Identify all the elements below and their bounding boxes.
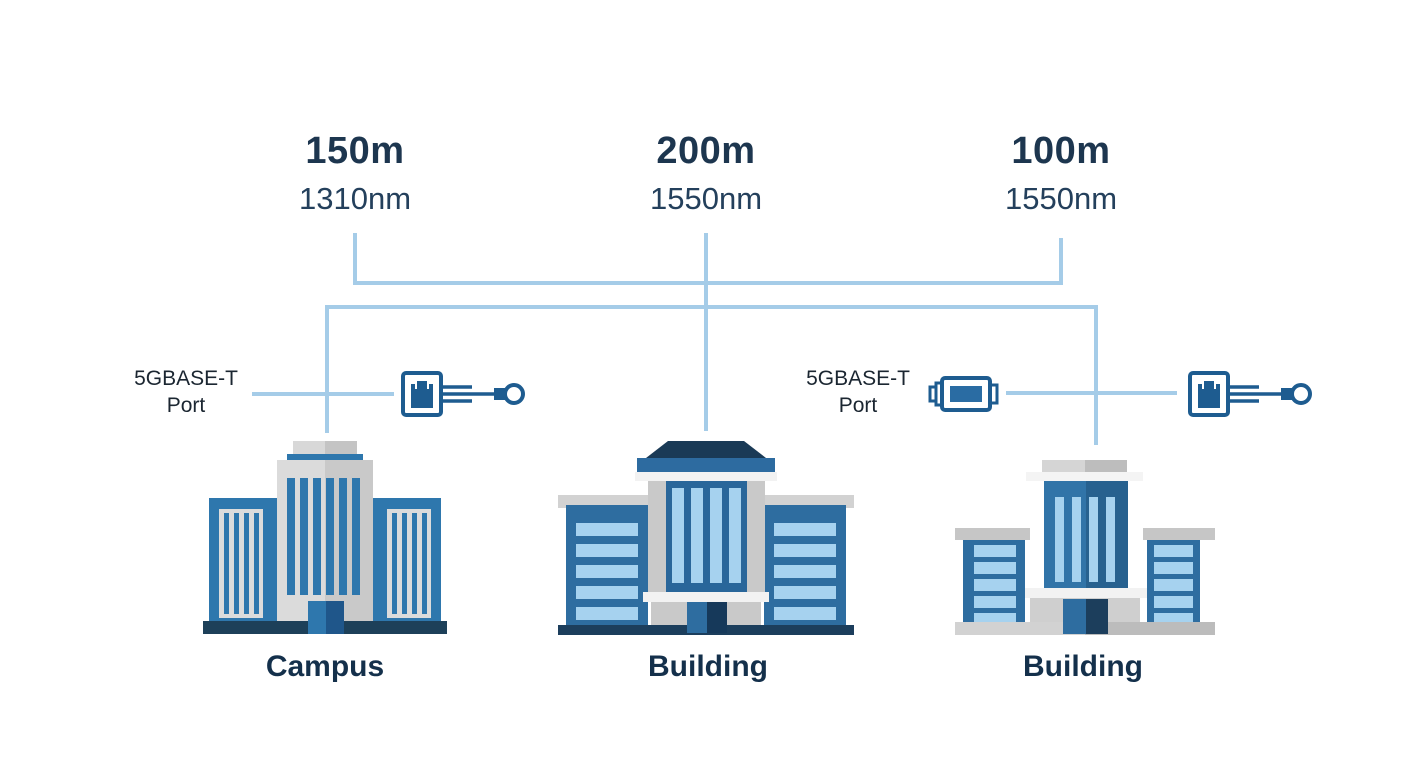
- building-door: [308, 601, 344, 634]
- port-label-left: 5GBASE-T Port: [118, 365, 254, 419]
- drop-line-200m-to-building: [704, 233, 708, 431]
- building-tower: [643, 481, 769, 625]
- drop-line-right-building: [1094, 305, 1098, 445]
- building-door: [687, 602, 727, 633]
- building-tower: [277, 441, 373, 621]
- drop-line-100m: [1059, 238, 1063, 285]
- building-caption-right: Building: [1023, 650, 1143, 683]
- link-distance: 200m: [656, 130, 756, 172]
- link-wavelength: 1550nm: [1004, 181, 1118, 216]
- drop-line-campus: [325, 305, 329, 433]
- building-roof: [1026, 460, 1143, 481]
- sfp-transceiver-icon: [928, 376, 999, 412]
- link-distance: 150m: [305, 130, 405, 172]
- right-building-illustration: [955, 460, 1215, 635]
- link-label-200m: 200m 1550nm: [650, 130, 762, 217]
- link-wavelength: 1550nm: [649, 181, 763, 216]
- port-label-line2: Port: [838, 394, 878, 417]
- building-side-wings: [558, 495, 854, 625]
- middle-building-illustration: [558, 441, 854, 635]
- link-label-150m: 150m 1310nm: [299, 130, 411, 217]
- building-caption-middle: Building: [648, 650, 768, 683]
- port-label-line1: 5GBASE-T: [134, 367, 238, 390]
- building-roof: [635, 441, 777, 481]
- building-side-wings: [955, 528, 1215, 625]
- port-line-left: [252, 392, 394, 396]
- port-line-right: [1006, 391, 1177, 395]
- port-label-line1: 5GBASE-T: [806, 367, 910, 390]
- bus-line-top: [353, 281, 1063, 285]
- building-caption-campus: Campus: [265, 650, 385, 683]
- building-base: [955, 622, 1215, 635]
- port-label-right: 5GBASE-T Port: [790, 365, 926, 419]
- building-door: [1063, 599, 1108, 634]
- rj45-connector-cable-icon: [1188, 371, 1312, 417]
- port-label-line2: Port: [166, 394, 206, 417]
- campus-building-illustration: [203, 441, 447, 634]
- link-wavelength: 1310nm: [298, 181, 412, 216]
- link-label-100m: 100m 1550nm: [1005, 130, 1117, 217]
- building-side-wings: [209, 498, 441, 622]
- bus-line-bottom: [325, 305, 1098, 309]
- drop-line-150m: [353, 233, 357, 285]
- rj45-connector-cable-icon: [401, 371, 525, 417]
- link-distance: 100m: [1011, 130, 1111, 172]
